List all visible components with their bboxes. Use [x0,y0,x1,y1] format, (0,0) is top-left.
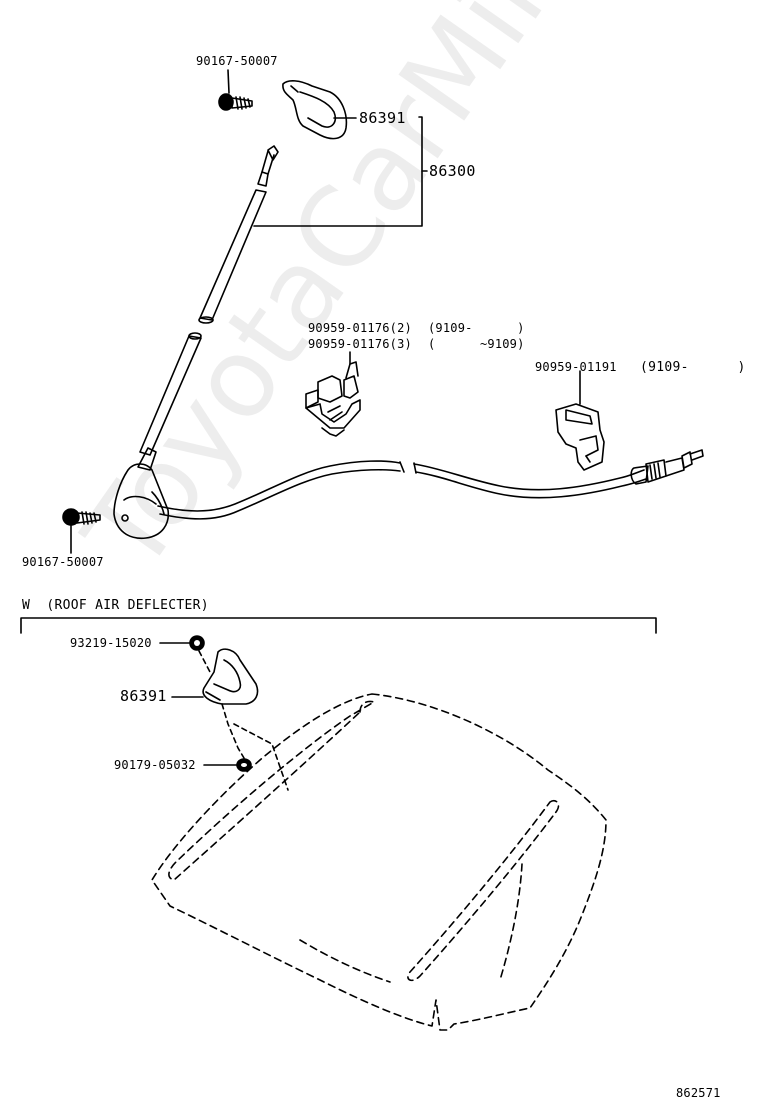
grommet-icon [189,635,205,651]
antenna-mast-lower-icon [137,332,202,471]
antenna-cap-top-icon [282,80,348,140]
label-nut: 90179-05032 [114,758,196,772]
label-grommet: 93219-15020 [70,636,152,650]
cable-clip-2-icon [555,403,605,471]
label-cap-bottom: 86391 [120,687,167,705]
label-clip-1: 90959-01176(2) [308,321,412,335]
label-clip-2-range: ( ~9109) [428,337,525,351]
cable-connector-icon [630,449,704,485]
antenna-cable-left [157,460,405,520]
section-title: W (ROOF AIR DEFLECTER) [22,598,209,613]
label-clip-3-range: (9109- ) [640,360,746,375]
label-screw-top: 90167-50007 [196,54,278,68]
antenna-cable-right [413,462,647,499]
screw-bottom-icon [62,508,101,526]
leader-screw-top [227,69,230,94]
antenna-mast-upper-icon [198,145,279,324]
roof-air-deflector-icon [151,693,607,1031]
cable-clip-icon [305,361,361,437]
screw-top-icon [218,93,253,111]
mount-dashed-lines [198,650,289,791]
figure-number: 862571 [676,1086,721,1100]
label-clip-2: 90959-01176(3) [308,337,412,351]
antenna-base-icon [113,463,170,539]
label-antenna-assy: 86300 [429,162,476,180]
assembly-bracket [253,116,423,227]
label-clip-1-range: (9109- ) [428,321,525,335]
antenna-cap-bottom-icon [202,648,259,705]
section-frame [20,617,657,634]
label-screw-bottom: 90167-50007 [22,555,104,569]
label-clip-3: 90959-01191 [535,360,617,374]
label-cap-top: 86391 [359,109,406,127]
